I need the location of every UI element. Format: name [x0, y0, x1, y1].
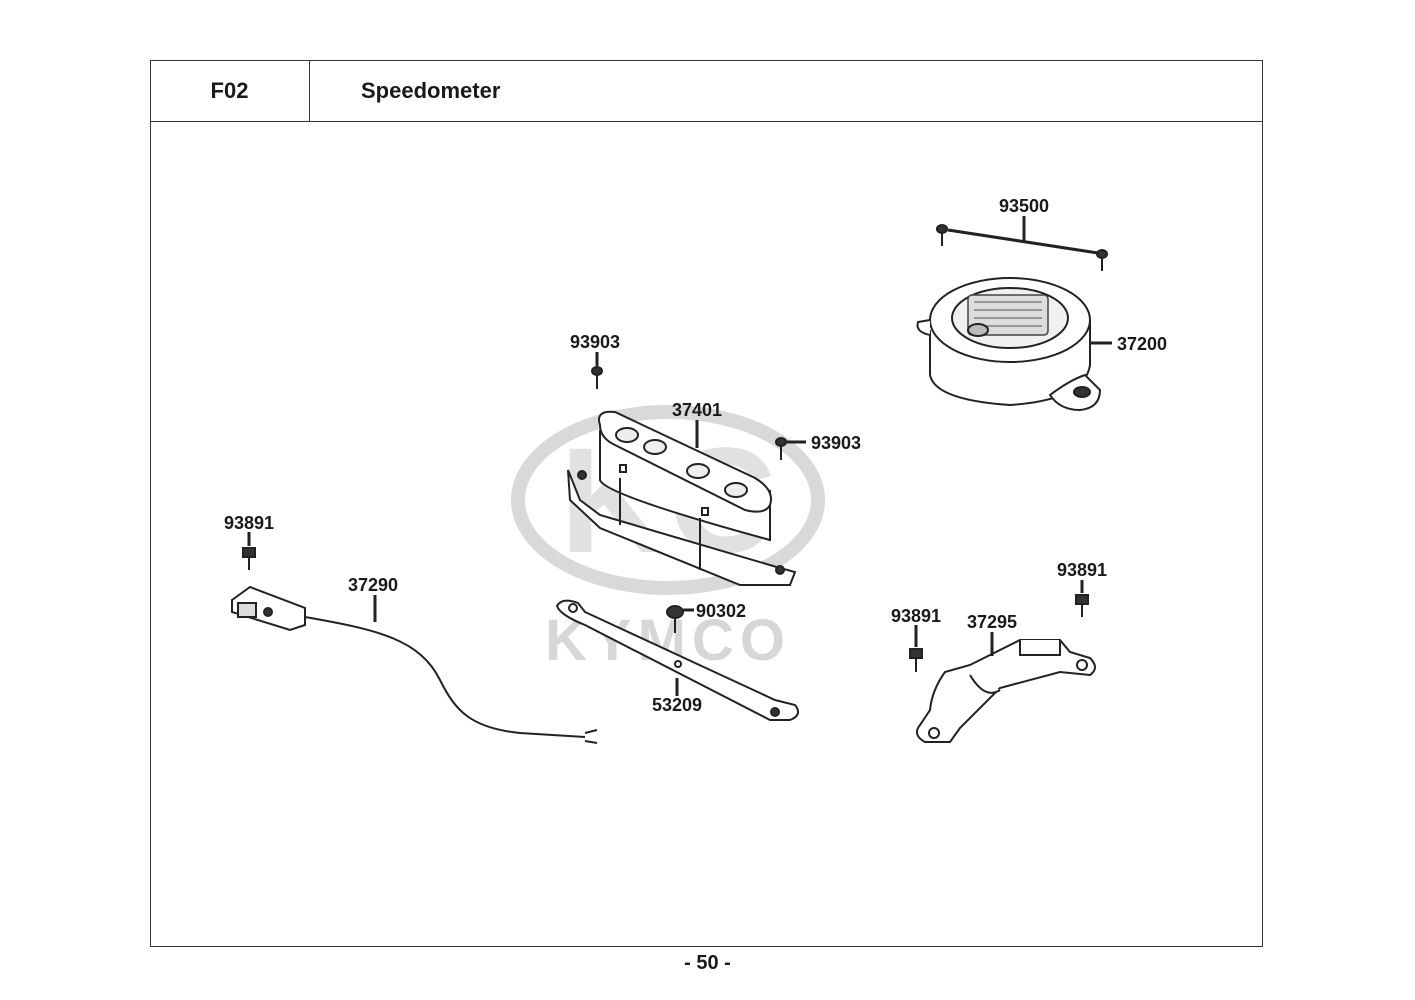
callout-37290: 37290 [348, 575, 398, 595]
callout-93891-right: 93891 [1057, 560, 1107, 580]
callout-37200: 37200 [1117, 334, 1167, 354]
screw-icon [936, 224, 1108, 271]
diagram-frame [150, 60, 1263, 947]
mounting-bracket-icon [555, 599, 800, 721]
callout-93891-mid: 93891 [891, 606, 941, 626]
section-code: F02 [150, 60, 310, 122]
callout-53209: 53209 [652, 695, 702, 715]
callout-93500: 93500 [999, 196, 1049, 216]
callout-93903-top: 93903 [570, 332, 620, 352]
callout-37295: 37295 [967, 612, 1017, 632]
screw-icon [775, 437, 787, 460]
speedometer-unit-icon [916, 277, 1102, 412]
callout-93891-left: 93891 [224, 513, 274, 533]
page-number: - 50 - [684, 952, 731, 974]
callout-90302: 90302 [696, 601, 746, 621]
speedometer-cover-icon [915, 639, 1096, 743]
bolt-icon [909, 648, 923, 672]
section-title: Speedometer [310, 60, 1263, 122]
bolt-icon [1075, 594, 1089, 617]
indicator-housing-icon [567, 410, 797, 586]
screw-icon [591, 366, 603, 389]
callout-37401: 37401 [672, 400, 722, 420]
callout-93903-right: 93903 [811, 433, 861, 453]
bolt-icon [242, 547, 256, 570]
speed-sensor-icon [231, 585, 598, 744]
screw-icon [666, 605, 684, 633]
